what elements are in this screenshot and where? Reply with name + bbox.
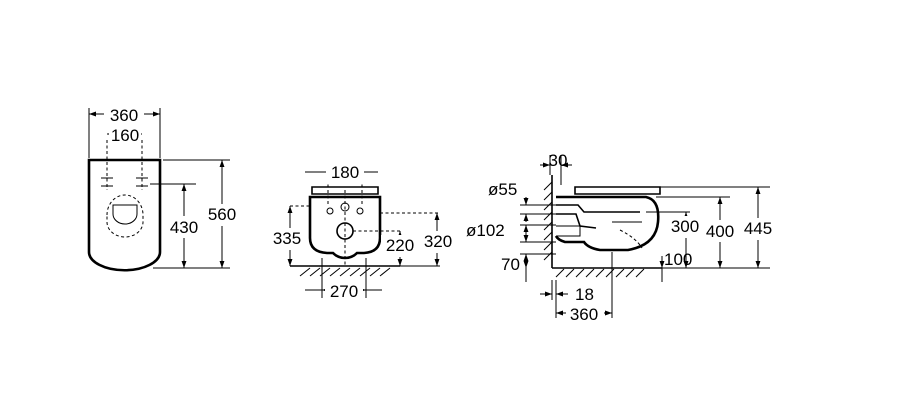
seat-top — [311, 186, 379, 195]
dim-overall-length: 560 — [208, 205, 236, 224]
dim-base-width: 270 — [330, 282, 358, 301]
dim-seat-height-300: 300 — [671, 217, 699, 236]
floor-hatch — [299, 267, 391, 277]
dim-floor-to-outlet: 220 — [386, 236, 414, 255]
dim-outlet-diameter: ø102 — [466, 221, 505, 240]
dim-pan-clearance: 100 — [664, 250, 692, 269]
dim-floor-to-bolts: 320 — [424, 232, 452, 251]
seat-opening — [106, 194, 144, 238]
dim-wall-gap: 18 — [575, 285, 594, 304]
dim-top-offset: 30 — [549, 151, 568, 170]
rear-view: 180 335 220 320 270 — [268, 162, 457, 301]
dim-inlet-diameter: ø55 — [488, 180, 517, 199]
dim-seat-height-400: 400 — [706, 222, 734, 241]
dim-overall-width: 360 — [110, 106, 138, 125]
inlet-pipe — [556, 204, 640, 213]
dim-projection: 360 — [570, 305, 598, 324]
side-bowl-outline — [554, 195, 660, 252]
dim-fixing-spacing: 160 — [111, 126, 139, 145]
dim-bolt-spacing: 180 — [331, 163, 359, 182]
bowl-outline — [87, 158, 162, 272]
rear-body-outline — [308, 195, 382, 260]
seat-hole — [112, 204, 138, 225]
dim-overall-height: 445 — [744, 219, 772, 238]
side-floor-hatch — [555, 268, 645, 278]
wall-hatch — [543, 181, 553, 261]
side-view: 30 ø55 ø102 70 300 400 445 100 18 360 — [466, 151, 777, 324]
dim-floor-to-fixing: 335 — [273, 229, 301, 248]
dim-outlet-height: 70 — [501, 255, 520, 274]
seat-lid — [574, 186, 661, 195]
front-view: 360 160 430 560 — [87, 104, 242, 272]
dim-fixing-height: 430 — [170, 218, 198, 237]
